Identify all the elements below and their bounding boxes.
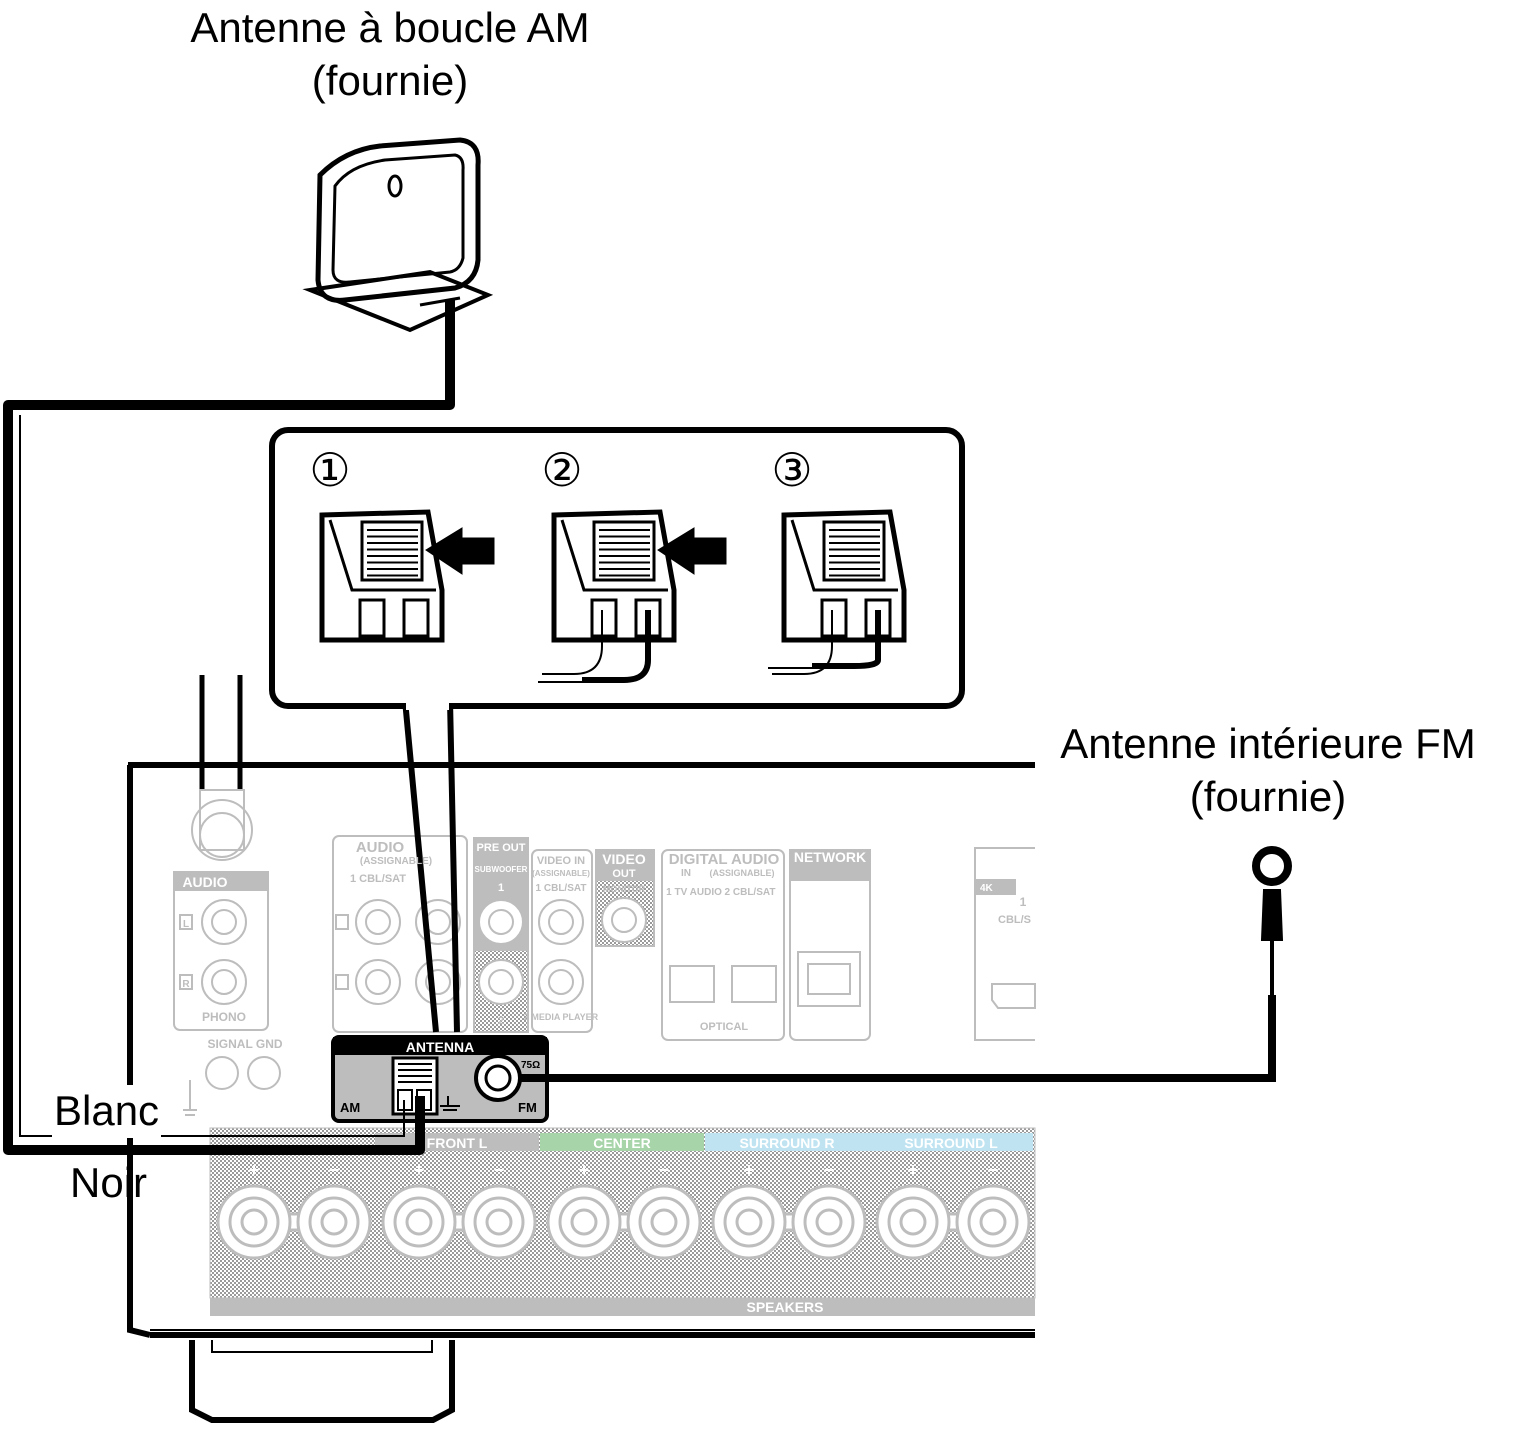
step-3: ③ (768, 444, 907, 675)
cbl-sat-digital-label: 2 CBL/SAT (725, 887, 776, 898)
minus-sign: − (329, 1160, 340, 1180)
callout-steps-box: ① ② ③ (269, 427, 965, 710)
am-label: AM (340, 1100, 360, 1115)
step-2: ② (538, 444, 727, 683)
speaker-terminal-pair: +− (711, 1160, 867, 1260)
plus-sign: + (908, 1160, 919, 1180)
step-number: ② (541, 444, 582, 496)
minus-sign: − (494, 1160, 505, 1180)
hdmi-cbl-label: CBL/S (998, 914, 1031, 926)
black-wire-label: Noir (70, 1159, 148, 1206)
push-arrow-icon (657, 527, 727, 575)
phono-label: PHONO (202, 1010, 246, 1024)
fm-antenna-sub: (fournie) (1189, 772, 1347, 820)
speaker-group-surround-l: SURROUND L (904, 1135, 998, 1151)
audio-in-title: AUDIO (182, 874, 227, 890)
minus-sign: − (988, 1160, 999, 1180)
audio-cbl-sat-label: 1 CBL/SAT (350, 873, 406, 885)
ohm-label: 75Ω (521, 1060, 540, 1071)
minus-sign: − (824, 1160, 835, 1180)
panel-labels: ANTENNA AM FM 75Ω AUDIO PHONO SIGNAL GND… (182, 839, 1031, 1315)
hdmi-1-label: 1 (1020, 895, 1027, 909)
antenna-label: ANTENNA (406, 1039, 474, 1055)
speakers-label: SPEAKERS (746, 1299, 823, 1315)
black-wire (582, 610, 651, 683)
subwoofer-1-label: 1 (498, 882, 504, 894)
tv-audio-label: 1 TV AUDIO (666, 887, 722, 898)
step-1: ① (309, 444, 495, 643)
subwoofer-label: SUBWOOFER (475, 865, 528, 874)
video-out-sub: OUT (612, 868, 636, 880)
video-cbl-label: 1 CBL/SAT (536, 883, 587, 894)
digital-assignable-label: (ASSIGNABLE) (710, 868, 775, 878)
am-antenna-title: Antenne à boucle AM (190, 4, 590, 51)
network-label: NETWORK (794, 849, 866, 865)
video-in-label: VIDEO IN (537, 855, 585, 867)
speaker-terminal-pair: +− (875, 1160, 1031, 1260)
antenna-cables (3, 300, 1292, 1155)
signal-gnd-label: SIGNAL GND (207, 1037, 282, 1051)
faded-connectors (173, 675, 1036, 1116)
speaker-group-surround-r: SURROUND R (740, 1135, 835, 1151)
left-channel-label: L (183, 919, 189, 930)
speaker-terminal-pair: +− (381, 1160, 537, 1260)
receiver-back-panel (127, 762, 1035, 1423)
white-wire (542, 610, 603, 675)
plus-sign: + (414, 1160, 425, 1180)
plus-sign: + (744, 1160, 755, 1180)
digital-in-label: IN (681, 868, 691, 879)
fm-antenna-label: Antenne intérieure FM (fournie) (1050, 718, 1486, 823)
step-number: ① (309, 444, 350, 496)
right-channel-label: R (182, 979, 190, 990)
black-wire (812, 610, 881, 669)
audio-assignable-title: AUDIO (356, 839, 405, 856)
hdmi-4k-label: 4K (980, 883, 994, 894)
minus-sign: − (659, 1160, 670, 1180)
step-number: ③ (771, 444, 812, 496)
speaker-terminal-pair: +− (546, 1160, 702, 1260)
plus-sign: + (579, 1160, 590, 1180)
am-loop-antenna (302, 137, 494, 333)
monitor-label: MONITOR (603, 884, 646, 894)
fm-label: FM (518, 1100, 537, 1115)
fm-antenna-title: Antenne intérieure FM (1060, 720, 1476, 767)
media-player-label: 2 MEDIA PLAYER (524, 1012, 599, 1022)
am-antenna-label: Antenne à boucle AM (fournie) (180, 2, 600, 107)
video-out-title: VIDEO (602, 851, 646, 867)
push-arrow-icon (425, 527, 495, 575)
speaker-group-front: FRONT L (427, 1135, 488, 1151)
speaker-terminals: +−+−+−+−+− (209, 1127, 1036, 1316)
video-assignable-label: (ASSIGNABLE) (532, 869, 590, 878)
am-antenna-sub: (fournie) (311, 56, 469, 104)
speaker-group-center: CENTER (593, 1135, 651, 1151)
plus-sign: + (249, 1160, 260, 1180)
speaker-header-center (540, 1133, 704, 1151)
audio-assignable-sub: (ASSIGNABLE) (360, 856, 432, 867)
pre-out-label: PRE OUT (477, 842, 526, 854)
speaker-header-surround-l (869, 1133, 1033, 1151)
optical-label: OPTICAL (700, 1021, 749, 1033)
digital-audio-title: DIGITAL AUDIO (669, 851, 780, 868)
white-wire-label: Blanc (52, 1085, 162, 1138)
speaker-terminal-pair: +− (216, 1160, 372, 1260)
speaker-header-surround-r (705, 1133, 869, 1151)
subwoofer-2-label: 2 (498, 1015, 504, 1027)
